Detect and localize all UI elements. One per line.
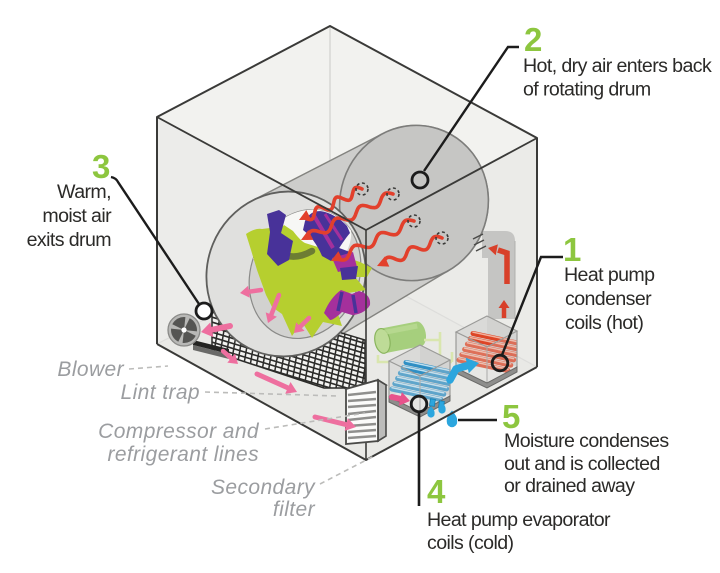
svg-text:Hot, dry air enters back: Hot, dry air enters back <box>523 55 712 77</box>
svg-text:or drained away: or drained away <box>504 475 635 497</box>
svg-text:5: 5 <box>502 398 520 435</box>
svg-text:Warm,: Warm, <box>57 181 111 203</box>
svg-text:coils (hot): coils (hot) <box>565 312 643 334</box>
svg-text:3: 3 <box>92 148 110 185</box>
svg-text:refrigerant lines: refrigerant lines <box>107 443 259 466</box>
svg-text:1: 1 <box>563 231 581 268</box>
svg-text:Moisture condenses: Moisture condenses <box>504 430 669 452</box>
svg-text:filter: filter <box>273 498 316 521</box>
svg-text:Secondary: Secondary <box>211 476 316 499</box>
svg-text:Compressor and: Compressor and <box>98 420 260 443</box>
svg-text:of rotating drum: of rotating drum <box>523 79 651 101</box>
svg-text:Blower: Blower <box>57 358 124 381</box>
svg-text:condenser: condenser <box>565 288 652 310</box>
svg-text:Lint trap: Lint trap <box>121 381 200 404</box>
svg-text:4: 4 <box>427 473 446 510</box>
svg-text:2: 2 <box>524 21 542 58</box>
svg-text:out and is collected: out and is collected <box>504 453 660 475</box>
svg-text:moist air: moist air <box>42 205 112 227</box>
svg-text:Heat pump: Heat pump <box>564 264 655 286</box>
svg-text:coils (cold): coils (cold) <box>427 532 514 554</box>
svg-text:Heat pump evaporator: Heat pump evaporator <box>427 509 611 531</box>
svg-text:exits drum: exits drum <box>27 229 112 251</box>
